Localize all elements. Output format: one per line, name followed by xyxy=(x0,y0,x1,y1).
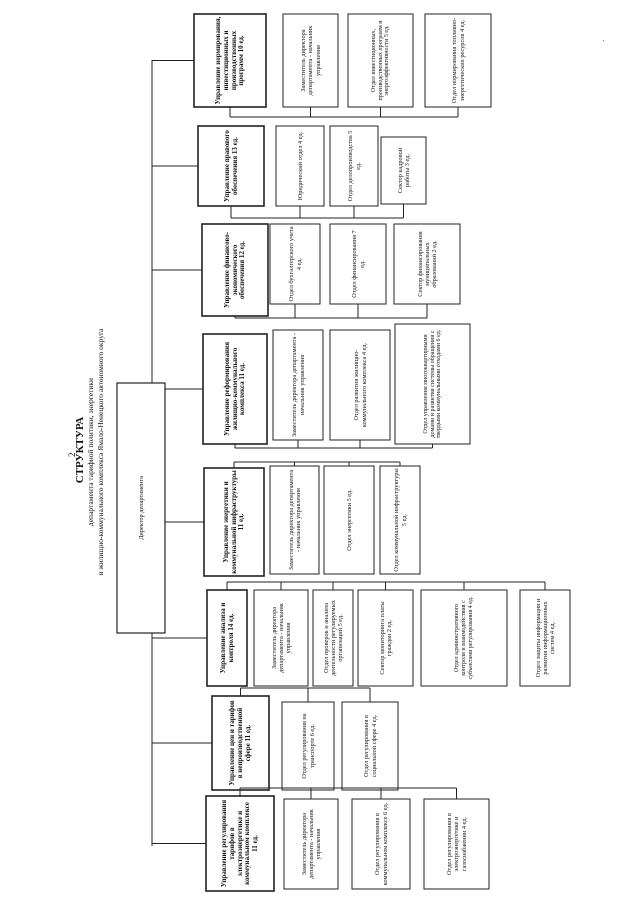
unit-box-7-1 xyxy=(281,701,335,791)
unit-label-2-1: Юридический отдел 4 ед. xyxy=(296,131,304,201)
unit-label-6-2: Отдел проверок и анализа деятельности ре… xyxy=(322,600,344,676)
unit-box-3-3 xyxy=(393,223,461,305)
unit-label-3-3: Сектор финансирования муниципальных обра… xyxy=(416,231,438,297)
department-label-8: Управление регулирования тарифов в элект… xyxy=(219,799,259,888)
unit-label-1-3: Отдел нормирования топливно-энергетическ… xyxy=(450,17,465,104)
unit-box-6-1 xyxy=(253,589,309,687)
unit-label-8-1: Заместитель директора департамента - нач… xyxy=(300,809,322,879)
department-label-6: Управление анализа и контроля 14 ед. xyxy=(218,602,234,674)
unit-box-5-3 xyxy=(379,465,421,575)
department-box-7 xyxy=(211,695,270,791)
department-box-3 xyxy=(201,223,269,317)
unit-label-5-3: Отдел коммунальной инфраструктуры 5 ед. xyxy=(392,468,407,572)
unit-label-3-1: Отдел бухгалтерского учета 4 ед. xyxy=(287,226,302,302)
unit-label-1-1: Заместитель директора департамента - нач… xyxy=(299,25,322,96)
unit-label-6-4: Отдел административного контроля и взаим… xyxy=(453,596,474,680)
document-subtitle-line2: и жилищно-коммунального комплекса Ямало-… xyxy=(96,328,105,576)
director-label: Директор департамента xyxy=(137,476,145,540)
unit-box-2-1 xyxy=(275,125,325,207)
document-title: СТРУКТУРА xyxy=(74,416,86,484)
unit-label-4-3: Отдел управления многоквартирными домами… xyxy=(422,329,442,439)
unit-label-8-3: Отдел регулирования в электроэнергетике … xyxy=(445,813,468,876)
unit-box-6-2 xyxy=(312,589,354,687)
unit-label-7-1: Отдел регулирования на транспорте 6 ед. xyxy=(300,713,315,779)
unit-box-6-5 xyxy=(519,589,571,687)
unit-label-1-2: Отдел инвестиционных, производственных п… xyxy=(370,20,390,101)
unit-label-7-2: Отдел регулирования в социальной сфере 4… xyxy=(362,714,377,778)
unit-label-3-2: Отдел финансирования 7 ед. xyxy=(350,230,365,298)
unit-label-8-2: Отдел регулирования в коммунальном компл… xyxy=(373,802,388,886)
unit-box-2-3 xyxy=(380,136,427,205)
unit-label-2-2: Отдел делопроизводства 5 ед. xyxy=(346,130,361,202)
unit-box-3-1 xyxy=(269,223,321,305)
unit-box-8-1 xyxy=(283,798,339,890)
document-subtitle-line1: департамента тарифной политики, энергети… xyxy=(86,377,95,527)
unit-box-5-2 xyxy=(323,465,375,575)
unit-box-8-3 xyxy=(423,798,490,890)
unit-label-6-3: Сектор мониторинга платы граждан 2 ед. xyxy=(378,601,393,675)
department-label-7: Управление цен и тарифов в непроизводств… xyxy=(227,700,252,786)
department-box-8 xyxy=(205,795,275,892)
unit-label-6-5: Отдел защиты информации и развития инфор… xyxy=(534,598,556,678)
department-label-1: Управление нормирования, инвестиционных … xyxy=(213,16,245,105)
department-box-5 xyxy=(203,467,265,577)
unit-box-6-3 xyxy=(357,589,414,687)
unit-box-4-1 xyxy=(272,329,324,441)
unit-label-5-1: Заместитель директора департамента - нач… xyxy=(287,469,302,571)
unit-box-6-4 xyxy=(420,589,508,687)
department-label-2: Управление правового обеспечения 13 ед. xyxy=(222,130,238,202)
unit-box-1-3 xyxy=(424,13,492,108)
unit-box-7-2 xyxy=(341,701,399,791)
department-box-6 xyxy=(206,589,248,687)
department-box-4 xyxy=(202,333,268,445)
unit-label-2-3: Сектор кадровой работы 3 ед. xyxy=(396,147,411,194)
director-box xyxy=(116,382,166,634)
unit-box-3-2 xyxy=(329,223,387,305)
unit-label-5-2: Отдел энергетики 5 ед. xyxy=(345,489,353,551)
department-label-5: Управление энергетики и коммунальной инф… xyxy=(221,470,245,574)
unit-box-4-2 xyxy=(329,329,391,441)
department-label-3: Управление финансово-экономического обес… xyxy=(222,231,246,309)
unit-box-8-2 xyxy=(351,798,411,890)
unit-label-4-2: Отдел развития жилищно-коммунального ком… xyxy=(352,342,367,428)
unit-label-6-1: Заместитель директора департамента - нач… xyxy=(270,603,292,673)
department-box-2 xyxy=(197,125,265,207)
unit-box-4-3 xyxy=(394,323,471,445)
unit-label-4-1: Заместитель директора департамента - нач… xyxy=(290,332,305,438)
unit-box-1-1 xyxy=(282,13,339,108)
department-box-1 xyxy=(193,13,267,108)
unit-box-5-1 xyxy=(269,465,320,575)
corner-mark: · xyxy=(602,36,605,45)
department-label-4: Управление реформирования жилищно-коммун… xyxy=(222,342,246,437)
unit-box-2-2 xyxy=(329,125,379,207)
unit-box-1-2 xyxy=(347,13,414,108)
